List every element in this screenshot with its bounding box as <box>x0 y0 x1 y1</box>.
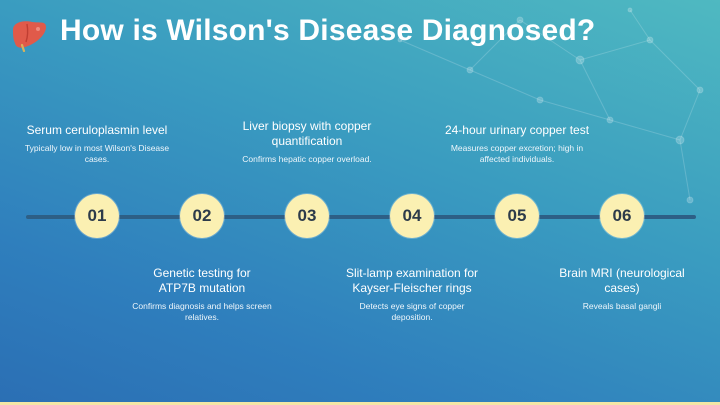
step-4-number: 04 <box>390 194 434 238</box>
step-4-text: Slit-lamp examination for Kayser-Fleisch… <box>312 266 512 323</box>
step-2-description: Confirms diagnosis and helps screen rela… <box>132 301 272 322</box>
step-4-description: Detects eye signs of copper deposition. <box>359 301 465 322</box>
step-1-title: Serum ceruloplasmin level <box>26 123 168 137</box>
page-title: How is Wilson's Disease Diagnosed? <box>60 14 596 47</box>
step-6-text: Brain MRI (neurological cases) Reveals b… <box>522 266 720 312</box>
step-5-number: 05 <box>495 194 539 238</box>
step-6-number: 06 <box>600 194 644 238</box>
liver-icon <box>13 21 46 52</box>
step-3-text: Liver biopsy with copper quantification … <box>207 119 407 165</box>
step-3-description: Confirms hepatic copper overload. <box>242 154 372 164</box>
step-4-title: Slit-lamp examination for Kayser-Fleisch… <box>345 266 479 295</box>
step-6-title: Brain MRI (neurological cases) <box>559 266 685 295</box>
step-1-description: Typically low in most Wilson's Disease c… <box>24 143 170 164</box>
step-5-title: 24-hour urinary copper test <box>444 123 590 137</box>
step-5-text: 24-hour urinary copper test Measures cop… <box>417 123 617 165</box>
step-2-number: 02 <box>180 194 224 238</box>
step-5-description: Measures copper excretion; high in affec… <box>450 143 584 164</box>
step-3-number: 03 <box>285 194 329 238</box>
timeline-line <box>26 215 696 219</box>
step-2-text: Genetic testing for ATP7B mutation Confi… <box>102 266 302 323</box>
step-1-number: 01 <box>75 194 119 238</box>
step-1-text: Serum ceruloplasmin level Typically low … <box>0 123 197 165</box>
step-3-title: Liver biopsy with copper quantification <box>242 119 372 148</box>
step-6-description: Reveals basal gangli <box>582 301 662 311</box>
step-2-title: Genetic testing for ATP7B mutation <box>153 266 251 295</box>
